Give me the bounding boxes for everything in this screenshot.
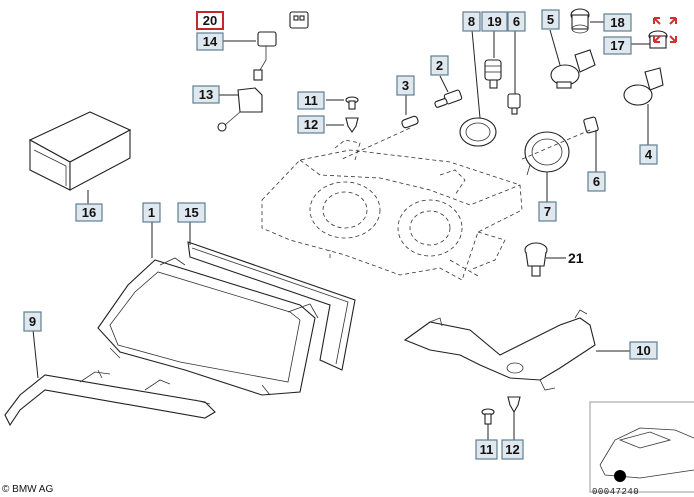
vehicle-thumbnail [589,401,694,493]
svg-text:17: 17 [610,38,624,53]
diagram-id: 00047240 [592,487,640,497]
clip-12-bottom [507,396,521,414]
svg-text:1: 1 [148,205,155,220]
part-label-3[interactable]: 3 [396,75,415,96]
part-6-bulb-top [507,93,521,115]
svg-text:12: 12 [304,117,318,132]
copyright-notice: © BMW AG [2,484,54,495]
part-label-12-top[interactable]: 12 [297,115,325,134]
svg-text:19: 19 [487,14,501,29]
part-17-cap [648,30,668,49]
part-3-bulb [401,115,419,129]
part-label-13[interactable]: 13 [192,85,220,104]
part-2-bulb-socket [434,89,463,108]
svg-text:14: 14 [203,34,218,49]
part-label-18[interactable]: 18 [603,13,632,32]
part-label-19[interactable]: 19 [481,11,508,32]
part-21-adjuster [524,242,548,277]
screw-11-bottom [481,408,495,425]
svg-text:13: 13 [199,87,213,102]
svg-text:16: 16 [82,205,96,220]
clip-12-top [345,117,359,133]
part-label-17[interactable]: 17 [603,36,632,55]
svg-text:4: 4 [645,147,653,162]
svg-text:7: 7 [544,204,551,219]
part-label-11-bottom[interactable]: 11 [475,439,498,460]
expand-arrows-icon[interactable] [653,17,677,43]
part-18-cap [570,8,590,34]
part-8-seal-ring [459,117,497,147]
svg-text:5: 5 [547,12,554,27]
part-label-1[interactable]: 1 [142,202,161,223]
part-label-4[interactable]: 4 [639,144,658,165]
part-5-bulb-socket [550,49,596,89]
part-label-21[interactable]: 21 [568,250,584,266]
svg-text:20: 20 [203,13,217,28]
part-6-bulb-right [519,116,599,161]
part-label-6-right[interactable]: 6 [587,171,606,192]
part-label-8[interactable]: 8 [462,11,481,32]
part-label-2[interactable]: 2 [430,55,449,76]
part-label-12-bottom[interactable]: 12 [501,439,524,460]
part-label-5[interactable]: 5 [541,9,560,30]
part-15-gasket [187,241,356,371]
part-7-seal-ring [524,131,570,176]
svg-text:12: 12 [505,442,519,457]
part-label-11-top[interactable]: 11 [297,91,325,110]
part-label-10[interactable]: 10 [629,341,658,360]
part-19-bulb [484,59,502,89]
part-label-20[interactable]: 20 [196,11,224,30]
svg-text:18: 18 [610,15,624,30]
headlight-housing [261,139,523,281]
svg-text:11: 11 [480,442,494,457]
svg-text:15: 15 [184,205,198,220]
svg-text:11: 11 [304,93,318,108]
svg-text:9: 9 [29,314,36,329]
part-14-connector [253,31,277,81]
part-label-6-top[interactable]: 6 [507,11,526,32]
part-20-connector [289,11,309,29]
screw-11-top [345,96,359,110]
part-4-bulb-socket [623,67,664,106]
svg-text:10: 10 [636,343,650,358]
svg-text:3: 3 [402,78,409,93]
part-1-lens [97,257,319,396]
part-label-14[interactable]: 14 [196,32,224,51]
part-13-lamp [217,87,263,132]
part-16-cover-box [28,111,132,191]
svg-text:2: 2 [436,58,443,73]
part-label-7[interactable]: 7 [538,201,557,222]
part-9-trim-strip [4,369,216,427]
part-label-16[interactable]: 16 [75,203,103,222]
part-10-bracket [403,309,596,391]
part-label-9[interactable]: 9 [23,311,42,332]
svg-text:6: 6 [513,14,520,29]
svg-text:8: 8 [468,14,475,29]
part-label-15[interactable]: 15 [177,202,206,223]
svg-text:21: 21 [568,250,584,266]
svg-text:6: 6 [593,174,600,189]
